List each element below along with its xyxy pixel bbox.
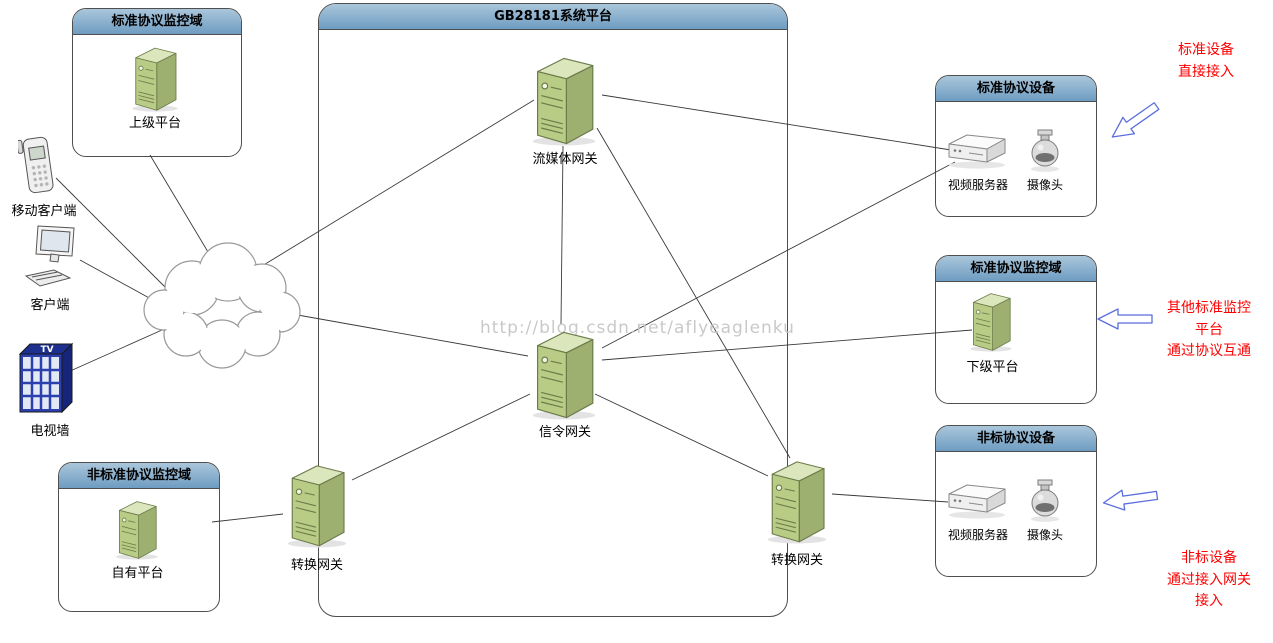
arrow-icon-standard-access: [1111, 102, 1160, 138]
tv-badge: TV: [40, 345, 53, 355]
network-cloud-icon: [143, 242, 301, 369]
tv-wall-label: 电视墙: [30, 424, 70, 439]
group-title: 非标准协议监控域: [59, 463, 219, 489]
video-server-icon-nonstandard: [945, 480, 1009, 520]
upper-platform-label: 上级平台: [128, 116, 181, 131]
signal-gateway-label: 信令网关: [538, 425, 591, 440]
camera-label-nonstandard: 摄像头: [1026, 528, 1063, 542]
convert-gateway-left-label: 转换网关: [290, 558, 343, 573]
group-title: 标准协议设备: [936, 76, 1096, 102]
group-title: 标准协议监控域: [73, 9, 241, 35]
group-standard-domain-upper: 标准协议监控域: [72, 8, 242, 157]
group-title: GB28181系统平台: [319, 4, 787, 30]
server-icon-media-gateway: [526, 50, 602, 146]
video-server-icon-standard: [945, 130, 1009, 170]
annotation-nonstandard-access: 非标设备 通过接入网关 接入: [1167, 550, 1251, 610]
arrow-icon-nonstandard-access: [1102, 489, 1159, 511]
own-platform-label: 自有平台: [111, 566, 164, 581]
group-standard-domain-lower: 标准协议监控域: [935, 255, 1097, 404]
server-icon-signal-gateway: [526, 324, 602, 420]
server-icon-upper-platform: [127, 42, 183, 112]
server-icon-lower-platform: [966, 288, 1016, 352]
server-icon-own-platform: [112, 496, 162, 560]
pc-client-label: 客户端: [30, 298, 70, 313]
video-server-label-standard: 视频服务器: [947, 178, 1008, 192]
lower-platform-label: 下级平台: [966, 360, 1019, 375]
camera-label-standard: 摄像头: [1026, 178, 1063, 192]
annotation-standard-direct: 标准设备 直接接入: [1178, 42, 1234, 80]
desktop-computer-icon: [24, 224, 84, 292]
dome-camera-icon-standard: [1027, 128, 1063, 172]
convert-gateway-right-label: 转换网关: [770, 553, 823, 568]
mobile-phone-icon: [18, 134, 58, 198]
mobile-client-label: 移动客户端: [11, 204, 77, 219]
dome-camera-icon-nonstandard: [1027, 478, 1063, 522]
arrow-icon-standard-interop: [1097, 308, 1153, 330]
server-icon-convert-gateway-left: [281, 458, 353, 548]
server-icon-convert-gateway-right: [761, 454, 833, 544]
group-title: 非标协议设备: [936, 426, 1096, 452]
tv-wall-icon: TV: [16, 338, 76, 418]
group-title: 标准协议监控域: [936, 256, 1096, 282]
video-server-label-nonstandard: 视频服务器: [947, 528, 1008, 542]
annotation-standard-interop: 其他标准监控 平台 通过协议互通: [1167, 300, 1251, 360]
media-gateway-label: 流媒体网关: [532, 152, 598, 167]
